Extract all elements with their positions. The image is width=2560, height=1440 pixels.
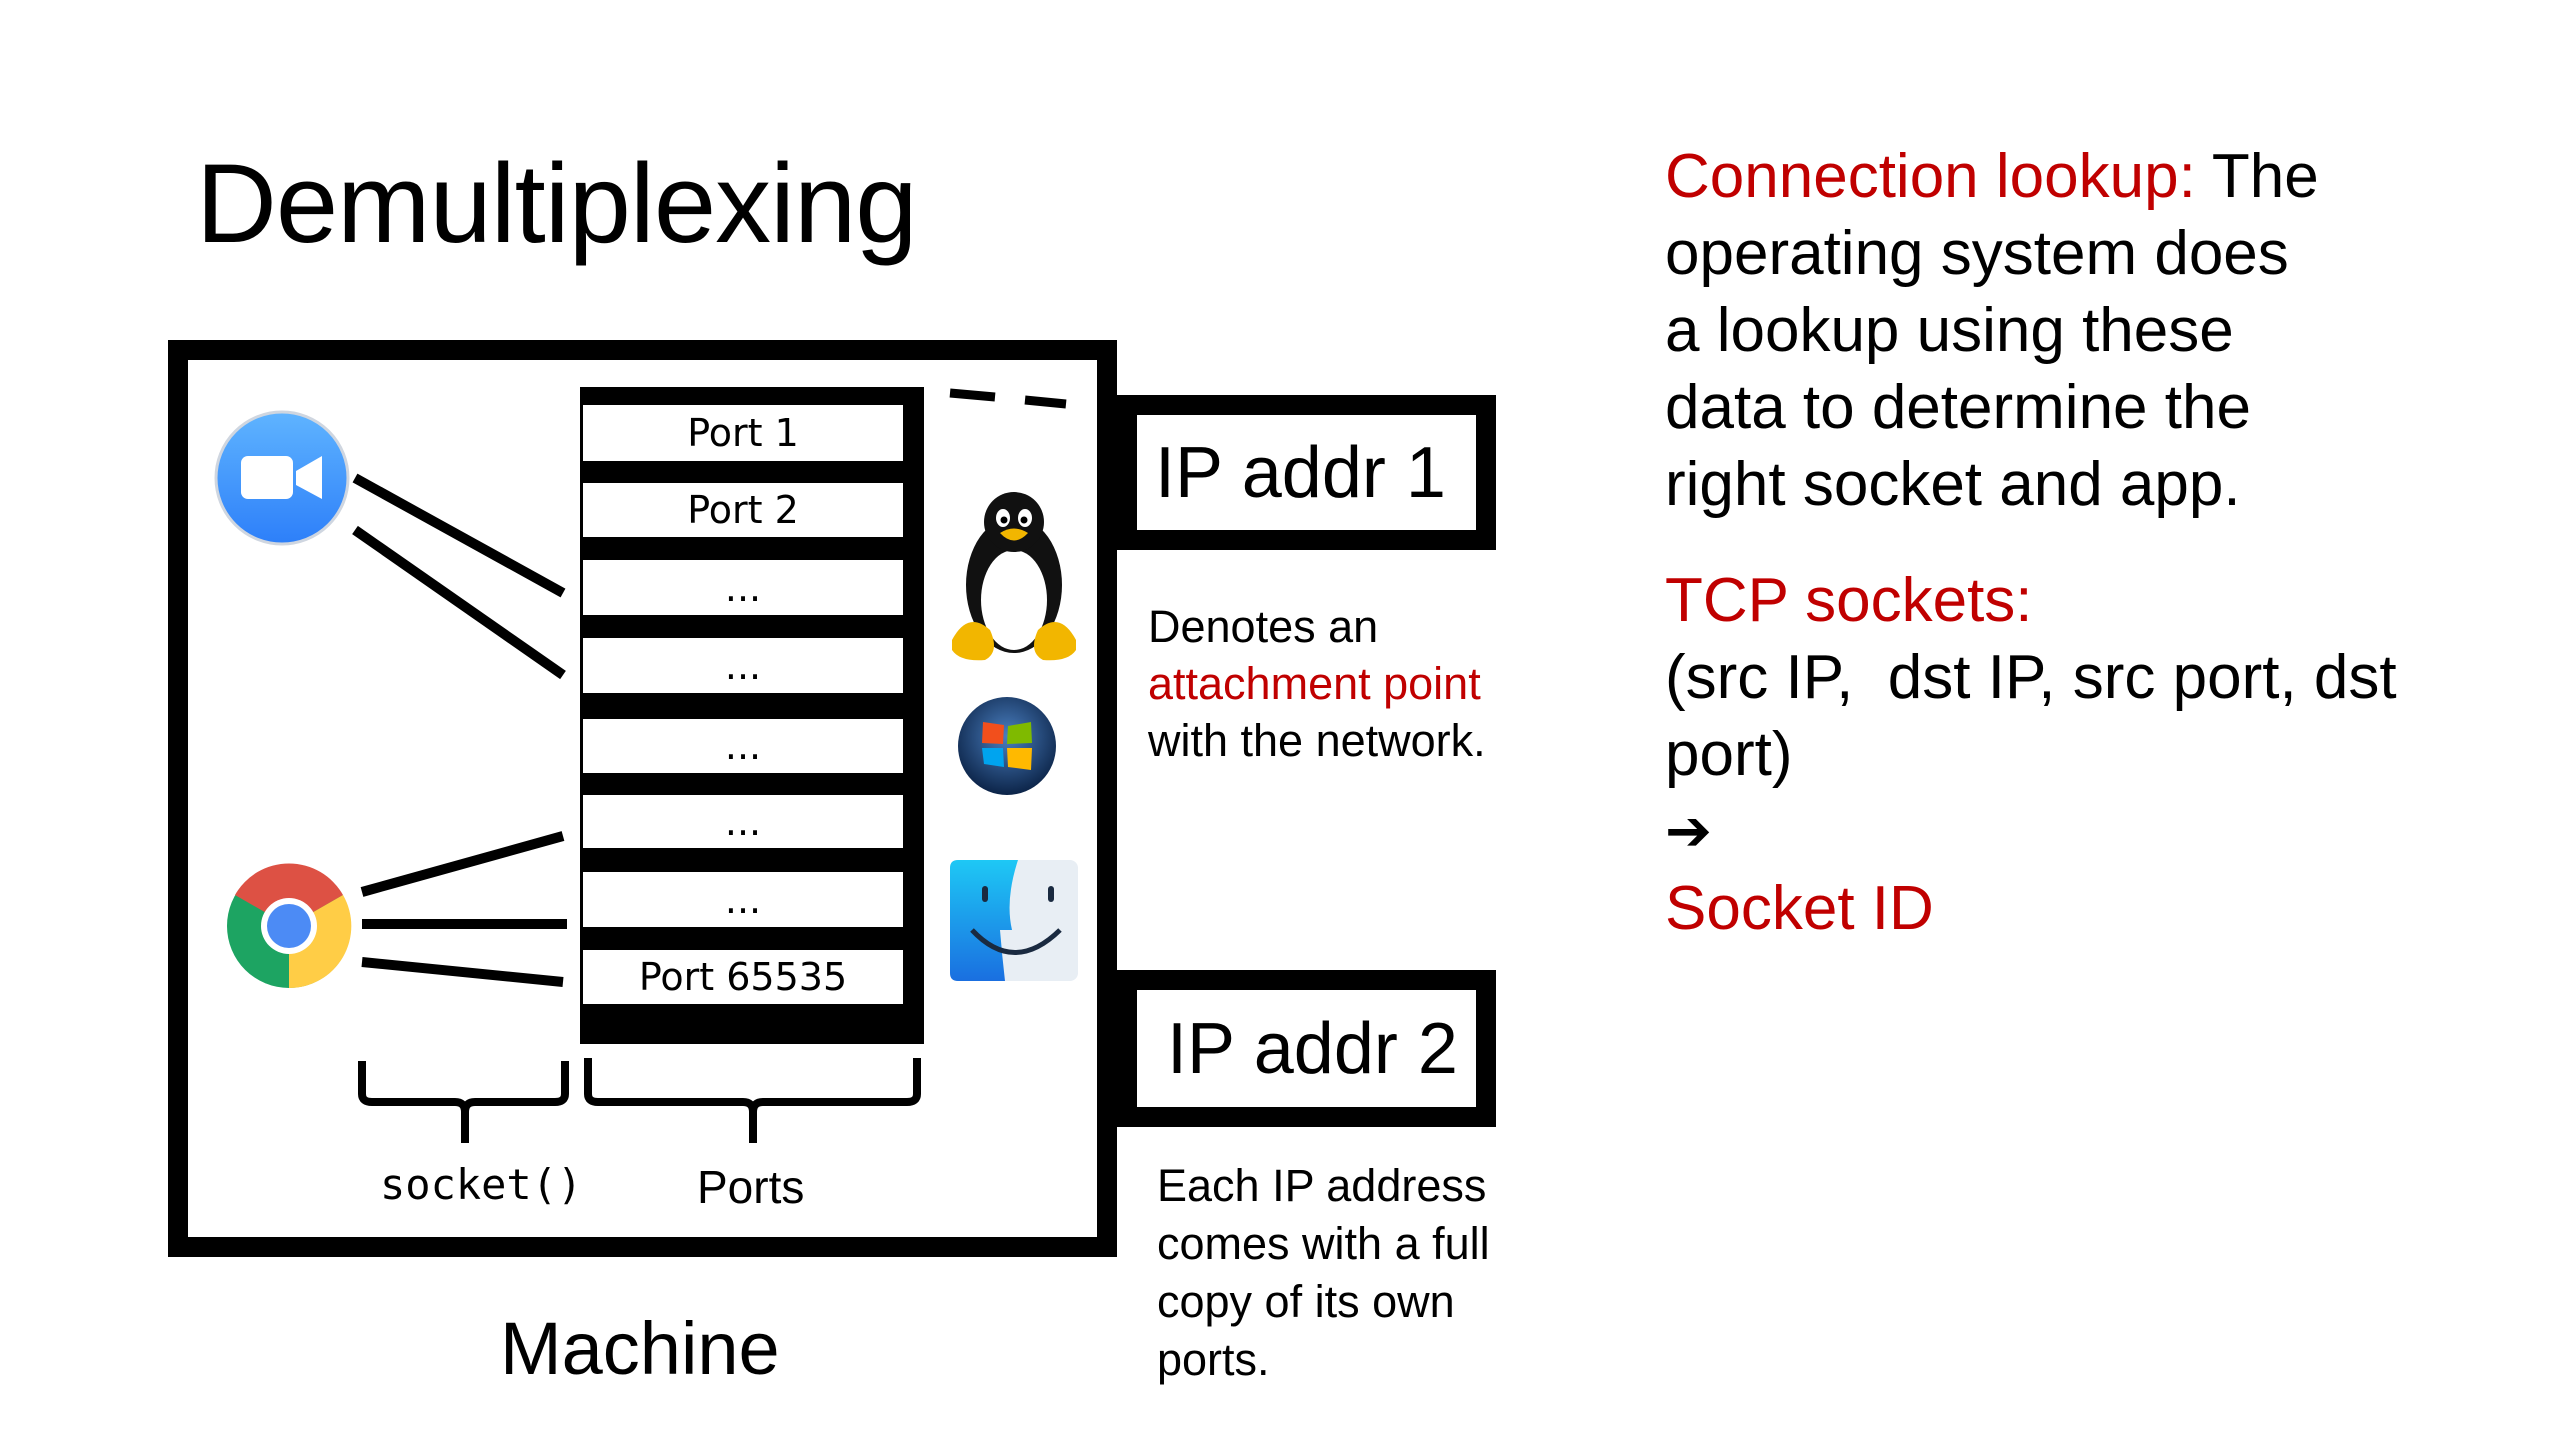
- port-cell: ...: [583, 795, 903, 848]
- socket-brace: [358, 1061, 569, 1143]
- zoom-socket-line: [352, 525, 566, 680]
- port-cell: Port 65535: [583, 950, 903, 1004]
- socket-brace-label: socket(): [380, 1160, 583, 1209]
- ip-attachment-note: Denotes an attachment point with the net…: [1148, 598, 1486, 769]
- macos-finder-icon: [950, 860, 1078, 981]
- port-cell: ...: [583, 719, 903, 773]
- machine-label: Machine: [500, 1307, 780, 1390]
- port-cell: Port 2: [583, 483, 903, 537]
- chrome-app-icon: [227, 863, 352, 989]
- body-line: data to determine the: [1665, 373, 2251, 442]
- ip-addr-2-box: IP addr 2: [1117, 970, 1496, 1127]
- dashed-connector-segment: [949, 388, 996, 402]
- socket-id-label: Socket ID: [1665, 874, 1934, 943]
- tcp-sockets-label: TCP sockets:: [1665, 566, 2033, 635]
- note-line: comes with a full: [1157, 1218, 1490, 1269]
- ip-addr-1-label: IP addr 1: [1155, 432, 1446, 513]
- ip-addr-1-box: IP addr 1: [1117, 395, 1496, 550]
- tuple-line: (src IP, dst IP, src port, dst: [1665, 643, 2397, 712]
- ip-ports-note: Each IP address comes with a full copy o…: [1157, 1157, 1490, 1389]
- ports-brace: [584, 1058, 921, 1143]
- port-cell: ...: [583, 872, 903, 927]
- note-line: Denotes an: [1148, 601, 1379, 652]
- note-line: copy of its own: [1157, 1276, 1455, 1327]
- port-cell: Port 1: [583, 405, 903, 461]
- body-line: The: [2195, 142, 2319, 211]
- port-cell: ...: [583, 560, 903, 615]
- note-line: ports.: [1157, 1334, 1270, 1385]
- port-cell: ...: [583, 638, 903, 693]
- body-line: operating system does: [1665, 219, 2289, 288]
- windows-logo-icon: [958, 697, 1056, 795]
- note-line: Each IP address: [1157, 1160, 1487, 1211]
- body-line: right socket and app.: [1665, 450, 2241, 519]
- tcp-sockets-text: TCP sockets: (src IP, dst IP, src port, …: [1665, 562, 2397, 947]
- note-highlight: attachment point: [1148, 658, 1481, 709]
- note-line: with the network.: [1148, 715, 1486, 766]
- connection-lookup-text: Connection lookup: The operating system …: [1665, 138, 2319, 523]
- tuple-line: port): [1665, 720, 1793, 789]
- ports-brace-label: Ports: [697, 1161, 805, 1213]
- machine-box: [168, 340, 1117, 1257]
- ip-addr-2-label: IP addr 2: [1167, 1008, 1458, 1089]
- linux-tux-icon: [952, 492, 1076, 661]
- arrow-right-icon: ➔: [1665, 799, 1712, 864]
- slide-title: Demultiplexing: [196, 141, 918, 266]
- dashed-connector-segment: [1024, 395, 1067, 409]
- body-line: a lookup using these: [1665, 296, 2234, 365]
- connection-lookup-label: Connection lookup:: [1665, 142, 2196, 211]
- zoom-app-icon: [214, 410, 350, 546]
- zoom-socket-line: [352, 473, 566, 598]
- chrome-socket-line: [360, 831, 565, 897]
- chrome-socket-line: [361, 957, 564, 987]
